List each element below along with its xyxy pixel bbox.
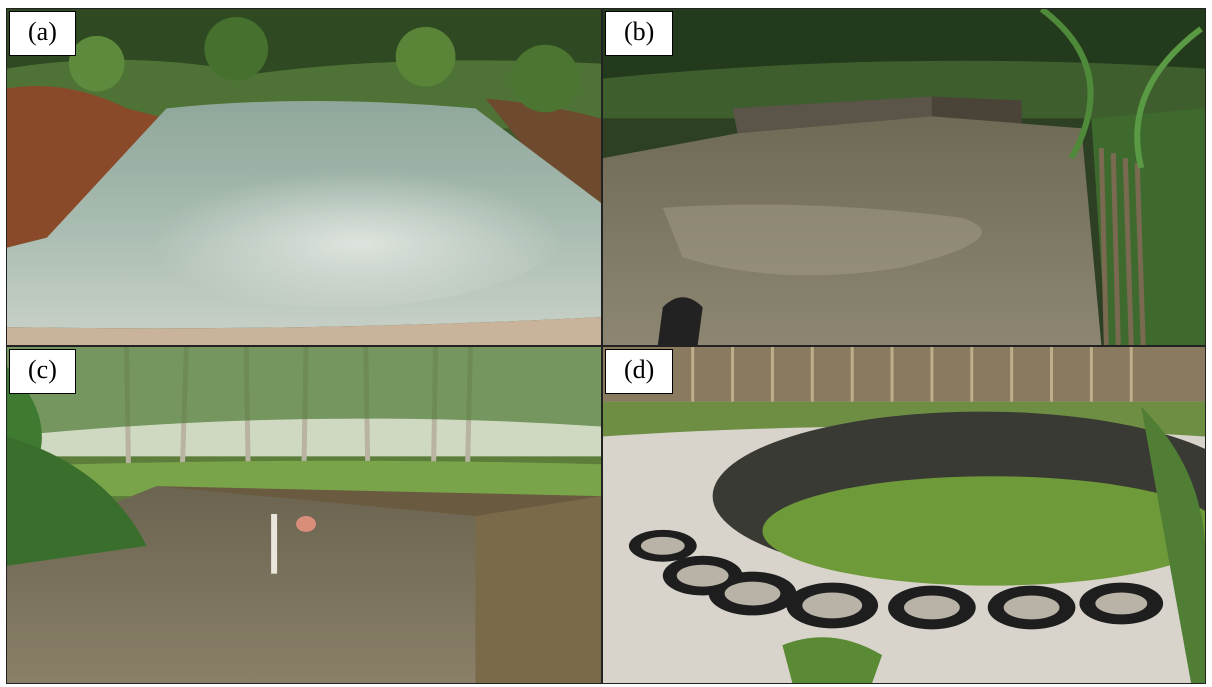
- panel-d: (d): [602, 346, 1206, 684]
- pond-c-photo: [7, 347, 601, 683]
- pond-a-photo: [7, 9, 601, 345]
- panel-c: (c): [6, 346, 602, 684]
- panel-label-b: (b): [605, 11, 674, 56]
- panel-b: (b): [602, 8, 1206, 346]
- panel-label-a: (a): [9, 11, 76, 56]
- photo-grid: (a): [6, 8, 1206, 684]
- pond-b-photo: [603, 9, 1205, 345]
- panel-label-c: (c): [9, 349, 76, 394]
- panel-a: (a): [6, 8, 602, 346]
- panel-label-d: (d): [605, 349, 674, 394]
- pond-d-photo: [603, 347, 1205, 683]
